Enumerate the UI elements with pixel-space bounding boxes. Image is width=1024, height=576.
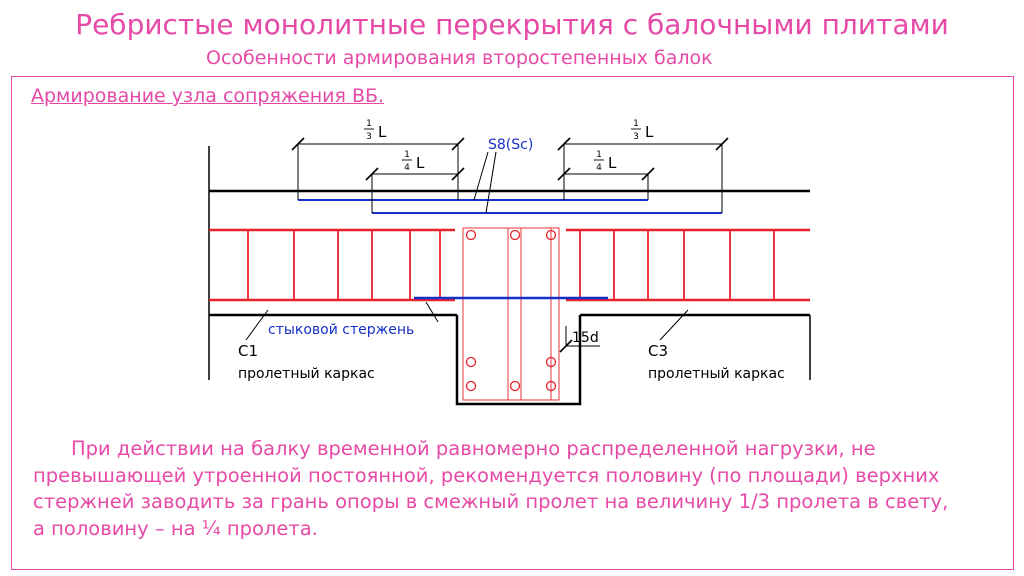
frac-den: 4 bbox=[596, 163, 602, 173]
right-span-frame bbox=[566, 228, 810, 302]
top-support-bars bbox=[298, 199, 722, 214]
concrete-outline bbox=[208, 146, 811, 406]
top-bar-label: S8(Sc) bbox=[488, 137, 533, 153]
left-span-frame bbox=[209, 228, 455, 302]
anchorage-label: 15d bbox=[572, 330, 599, 346]
frac-num: 1 bbox=[404, 150, 410, 160]
dimension-lines bbox=[291, 137, 729, 353]
frac-num: 1 bbox=[633, 119, 639, 129]
dim-label: L bbox=[378, 123, 387, 141]
left-frame-mark: С1 bbox=[238, 342, 258, 360]
dim-label: L bbox=[645, 123, 654, 141]
dim-left-one-quarter: 1 4 L bbox=[402, 150, 425, 173]
section-heading: Армирование узла сопряжения ВБ. bbox=[31, 85, 385, 107]
right-frame-mark: С3 bbox=[648, 342, 668, 360]
joint-bar-label: стыковой стержень bbox=[268, 322, 414, 338]
frac-num: 1 bbox=[366, 119, 372, 129]
support-cage bbox=[462, 227, 560, 401]
leader-lines bbox=[245, 151, 689, 341]
left-frame-label: пролетный каркас bbox=[238, 366, 375, 382]
support-cage-bars bbox=[465, 229, 557, 392]
dim-label: L bbox=[416, 154, 425, 172]
frac-num: 1 bbox=[596, 150, 602, 160]
frac-den: 3 bbox=[366, 132, 372, 142]
body-paragraph: При действии на балку временной равномер… bbox=[33, 437, 949, 540]
slide-title: Ребристые монолитные перекрытия с балочн… bbox=[75, 8, 949, 41]
slide-subtitle: Особенности армирования второстепенных б… bbox=[206, 47, 713, 69]
dim-right-one-third: 1 3 L bbox=[631, 119, 654, 142]
frac-den: 3 bbox=[633, 132, 639, 142]
frac-den: 4 bbox=[404, 163, 410, 173]
dim-left-one-third: 1 3 L bbox=[364, 119, 387, 142]
right-frame-label: пролетный каркас bbox=[648, 366, 785, 382]
content-frame bbox=[11, 76, 1014, 570]
dim-right-one-quarter: 1 4 L bbox=[594, 150, 617, 173]
dim-label: L bbox=[608, 154, 617, 172]
